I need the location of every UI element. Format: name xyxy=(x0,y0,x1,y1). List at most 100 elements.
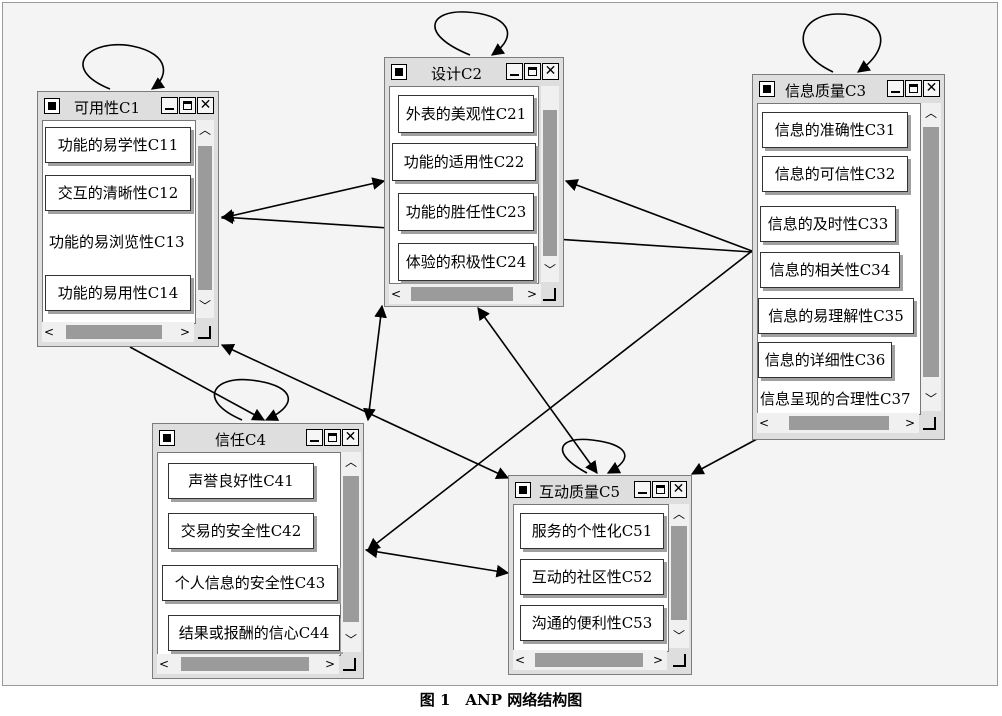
minimize-button[interactable] xyxy=(161,97,178,114)
scroll-down-icon[interactable]: ﹀ xyxy=(925,392,938,406)
scroll-down-icon[interactable]: ﹀ xyxy=(199,299,212,313)
scroll-up-icon[interactable]: ︿ xyxy=(925,106,938,120)
close-button[interactable]: ✕ xyxy=(923,80,940,97)
maximize-button[interactable] xyxy=(324,429,341,446)
node-c42[interactable]: 交易的安全性C42 xyxy=(168,513,314,549)
cluster-c1-window[interactable]: 可用性C1 ✕ 功能的易学性C11 交互的清晰性C12 功能的易浏览性C13 功… xyxy=(37,91,219,347)
scroll-right-icon[interactable]: > xyxy=(180,325,191,339)
maximize-button[interactable] xyxy=(652,481,669,498)
resize-grip[interactable] xyxy=(198,326,211,339)
node-c41[interactable]: 声誉良好性C41 xyxy=(168,463,314,499)
node-c53[interactable]: 沟通的便利性C53 xyxy=(520,605,664,641)
cluster-c4-window[interactable]: 信任C4 ✕ 声誉良好性C41 交易的安全性C42 个人信息的安全性C43 结果… xyxy=(152,423,364,679)
horizontal-scrollbar[interactable]: < > xyxy=(389,284,541,304)
scroll-thumb[interactable] xyxy=(789,416,889,430)
maximize-button[interactable] xyxy=(905,80,922,97)
cluster-c5-titlebar[interactable]: 互动质量C5 ✕ xyxy=(509,476,691,504)
resize-grip[interactable] xyxy=(343,658,356,671)
node-c51[interactable]: 服务的个性化C51 xyxy=(520,513,664,549)
link-c3-c2 xyxy=(564,179,753,252)
node-c52[interactable]: 互动的社区性C52 xyxy=(520,559,664,595)
vertical-scrollbar[interactable]: ︿ ﹀ xyxy=(669,504,689,648)
cluster-c4-titlebar[interactable]: 信任C4 ✕ xyxy=(153,424,363,452)
close-button[interactable]: ✕ xyxy=(542,63,559,80)
cluster-c5-window[interactable]: 互动质量C5 ✕ 服务的个性化C51 互动的社区性C52 沟通的便利性C53 ︿… xyxy=(508,475,692,675)
cluster-c1-titlebar[interactable]: 可用性C1 ✕ xyxy=(38,92,218,120)
node-c23[interactable]: 功能的胜任性C23 xyxy=(398,193,534,231)
scroll-left-icon[interactable]: < xyxy=(44,325,55,339)
scroll-right-icon[interactable]: > xyxy=(653,653,664,667)
horizontal-scrollbar[interactable]: < > xyxy=(513,650,667,670)
scroll-thumb[interactable] xyxy=(671,526,687,620)
vertical-scrollbar[interactable]: ︿ ﹀ xyxy=(341,452,361,652)
scroll-thumb[interactable] xyxy=(181,657,309,671)
scroll-right-icon[interactable]: > xyxy=(325,657,336,671)
scroll-up-icon[interactable]: ︿ xyxy=(673,507,686,521)
node-c14[interactable]: 功能的易用性C14 xyxy=(45,275,191,311)
scroll-up-icon[interactable]: ︿ xyxy=(345,455,358,469)
node-c21[interactable]: 外表的美观性C21 xyxy=(398,95,534,133)
system-menu-icon[interactable] xyxy=(391,64,407,80)
scroll-thumb[interactable] xyxy=(343,476,359,622)
cluster-c3-titlebar[interactable]: 信息质量C3 ✕ xyxy=(753,75,944,103)
close-button[interactable]: ✕ xyxy=(197,97,214,114)
scroll-left-icon[interactable]: < xyxy=(759,416,770,430)
node-c44[interactable]: 结果或报酬的信心C44 xyxy=(168,615,340,651)
system-menu-icon[interactable] xyxy=(44,98,60,114)
system-menu-icon[interactable] xyxy=(759,81,775,97)
system-menu-icon[interactable] xyxy=(159,430,175,446)
scroll-thumb[interactable] xyxy=(411,287,513,301)
resize-grip[interactable] xyxy=(923,417,936,430)
maximize-button[interactable] xyxy=(179,97,196,114)
scroll-thumb[interactable] xyxy=(66,325,162,339)
vertical-scrollbar[interactable]: ﹀ xyxy=(541,86,559,282)
cluster-title: 信息质量C3 xyxy=(785,82,867,100)
scroll-thumb[interactable] xyxy=(198,146,212,290)
link-c2-c5 xyxy=(477,306,598,475)
node-c12[interactable]: 交互的清晰性C12 xyxy=(45,175,191,211)
vertical-scrollbar[interactable]: ︿ ﹀ xyxy=(921,103,941,411)
cluster-c2-window[interactable]: 设计C2 ✕ 外表的美观性C21 功能的适用性C22 功能的胜任性C23 体验的… xyxy=(384,57,564,307)
close-button[interactable]: ✕ xyxy=(670,481,687,498)
horizontal-scrollbar[interactable]: < > xyxy=(757,413,919,433)
scroll-thumb[interactable] xyxy=(535,653,643,667)
maximize-button[interactable] xyxy=(524,63,541,80)
minimize-button[interactable] xyxy=(306,429,323,446)
node-c32[interactable]: 信息的可信性C32 xyxy=(762,156,908,192)
close-button[interactable]: ✕ xyxy=(342,429,359,446)
scroll-up-icon[interactable]: ︿ xyxy=(199,123,212,137)
node-c11[interactable]: 功能的易学性C11 xyxy=(45,127,191,163)
scroll-down-icon[interactable]: ﹀ xyxy=(673,629,686,643)
resize-grip[interactable] xyxy=(543,288,556,301)
scroll-thumb[interactable] xyxy=(923,127,939,377)
node-c35[interactable]: 信息的易理解性C35 xyxy=(758,298,914,334)
system-menu-icon[interactable] xyxy=(515,482,531,498)
resize-grip[interactable] xyxy=(673,654,686,667)
cluster-c2-titlebar[interactable]: 设计C2 ✕ xyxy=(385,58,563,86)
node-c43[interactable]: 个人信息的安全性C43 xyxy=(162,565,338,601)
scroll-down-icon[interactable]: ﹀ xyxy=(345,633,358,647)
cluster-node-list: 信息的准确性C31 信息的可信性C32 信息的及时性C33 信息的相关性C34 … xyxy=(757,103,921,415)
minimize-button[interactable] xyxy=(506,63,523,80)
horizontal-scrollbar[interactable]: < > xyxy=(157,654,339,674)
minimize-button[interactable] xyxy=(634,481,651,498)
scroll-right-icon[interactable]: > xyxy=(527,287,538,301)
node-c22[interactable]: 功能的适用性C22 xyxy=(392,143,536,181)
node-c13[interactable]: 功能的易浏览性C13 xyxy=(49,233,185,251)
scroll-left-icon[interactable]: < xyxy=(159,657,170,671)
scroll-down-icon[interactable]: ﹀ xyxy=(544,263,557,277)
scroll-thumb[interactable] xyxy=(543,110,557,256)
node-c31[interactable]: 信息的准确性C31 xyxy=(762,112,908,148)
scroll-right-icon[interactable]: > xyxy=(905,416,916,430)
cluster-c3-window[interactable]: 信息质量C3 ✕ 信息的准确性C31 信息的可信性C32 信息的及时性C33 信… xyxy=(752,74,945,440)
vertical-scrollbar[interactable]: ︿ ﹀ xyxy=(196,120,214,318)
minimize-button[interactable] xyxy=(887,80,904,97)
node-c33[interactable]: 信息的及时性C33 xyxy=(760,206,896,242)
node-c37[interactable]: 信息呈现的合理性C37 xyxy=(760,390,911,408)
scroll-left-icon[interactable]: < xyxy=(391,287,402,301)
scroll-left-icon[interactable]: < xyxy=(515,653,526,667)
node-c24[interactable]: 体验的积极性C24 xyxy=(398,243,534,281)
node-c36[interactable]: 信息的详细性C36 xyxy=(758,342,892,378)
horizontal-scrollbar[interactable]: < > xyxy=(42,322,194,342)
node-c34[interactable]: 信息的相关性C34 xyxy=(760,252,900,288)
